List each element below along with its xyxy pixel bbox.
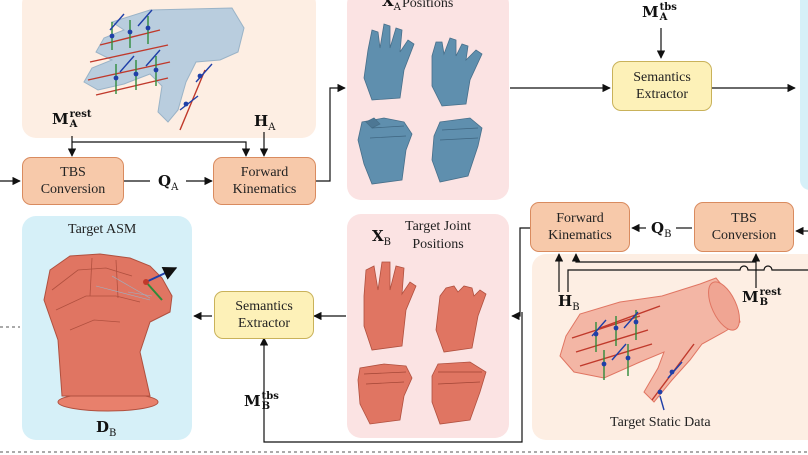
- x-a-label: XA: [382, 0, 401, 13]
- target-joint-positions-label: Target Joint Positions: [405, 219, 472, 252]
- h-b-label: HB: [558, 292, 580, 313]
- right-edge-panel: [800, 0, 808, 190]
- forward-kinematics-a-box: Forward Kinematics: [213, 157, 316, 205]
- h-a-label: HA: [254, 112, 276, 133]
- source-joint-hands: [357, 23, 483, 185]
- flow-arrows: [0, 28, 808, 443]
- forward-kinematics-b-box: Forward Kinematics: [530, 202, 630, 252]
- source-hand-illustration: [83, 7, 245, 131]
- target-joint-hands: [357, 261, 487, 425]
- target-static-data-label: Target Static Data: [610, 415, 711, 430]
- target-asm-label: Target ASM: [68, 222, 137, 237]
- semantics-extractor-b-box: Semantics Extractor: [214, 291, 314, 339]
- semantics-extractor-a-box: Semantics Extractor: [612, 61, 712, 111]
- positions-label: Positions: [402, 0, 454, 11]
- target-static-hand: [559, 277, 741, 411]
- target-asm-hand: [43, 253, 178, 412]
- d-b-label: DB: [96, 418, 117, 439]
- x-b-label: XB: [372, 227, 391, 248]
- q-a-label: QA: [158, 172, 179, 193]
- tbs-conversion-b-box: TBS Conversion: [694, 202, 794, 252]
- tbs-conversion-a-box: TBS Conversion: [22, 157, 124, 205]
- q-b-label: QB: [651, 219, 672, 240]
